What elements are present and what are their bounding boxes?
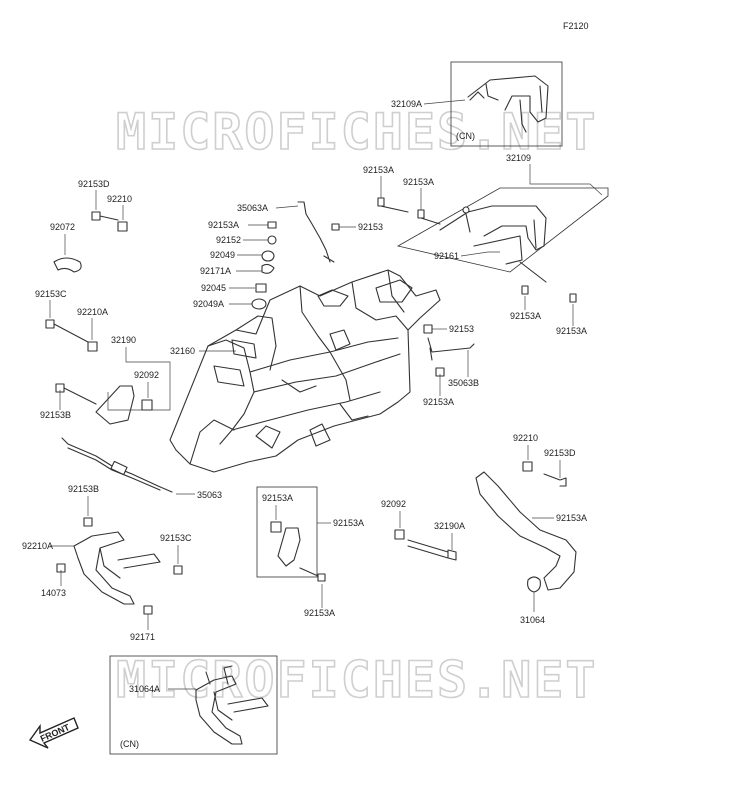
label-32109A: 32109A	[391, 99, 422, 109]
label-92153A-d: 92153A	[556, 326, 587, 336]
label-92153D-a: 92153D	[78, 179, 110, 189]
label-92153A-i: 14073	[41, 588, 66, 598]
cn-label-bottom: (CN)	[120, 739, 139, 749]
label-32190A: 92153A	[333, 518, 364, 528]
carrier-32109a-part	[467, 75, 549, 133]
label-92210-b: 92210	[513, 433, 538, 443]
label-92153A-e: 92153A	[208, 220, 239, 230]
label-31064: 92210A	[22, 541, 53, 551]
label-92092-a: 92092	[134, 370, 159, 380]
label-92153-a: 92153	[358, 222, 383, 232]
label-92092-b: 92153A	[262, 493, 293, 503]
front-arrow-icon: FRONT	[28, 717, 79, 749]
cn-bracket-box	[109, 655, 278, 755]
label-92152: 92152	[216, 235, 241, 245]
label-92153A-f: 92153A	[423, 397, 454, 407]
label-35063: 35063	[197, 490, 222, 500]
label-92153B-a: 92153B	[40, 410, 71, 420]
label-92153D-b: 92153D	[544, 448, 576, 458]
label-92153B-b: 92153A	[304, 608, 335, 618]
label-14073: 92153A	[556, 513, 587, 523]
label-92153A-h: 92153C	[160, 533, 192, 543]
label-92210A-a: 92210A	[77, 307, 108, 317]
label-92045: 92045	[201, 283, 226, 293]
label-92153A-b: 92153A	[403, 177, 434, 187]
label-35063B: 35063B	[448, 378, 479, 388]
label-92153A-a: 92153A	[363, 165, 394, 175]
label-32190: 32190	[111, 335, 136, 345]
carrier-32109-part	[439, 205, 547, 265]
label-92210-a: 92210	[107, 194, 132, 204]
cn-label-top: (CN)	[456, 131, 475, 141]
watermark-bottom: MICROFICHES.NET	[116, 651, 598, 709]
label-92210A-b: 92092	[381, 499, 406, 509]
watermark-top: MICROFICHES.NET	[116, 103, 598, 161]
label-92049: 92049	[210, 250, 235, 260]
main-frame-32160	[169, 269, 441, 473]
label-92153C-a: 92153C	[35, 289, 67, 299]
figure-code: F2120	[563, 21, 589, 31]
label-92072: 92072	[50, 222, 75, 232]
cn-carrier-box	[450, 61, 563, 147]
label-92153-b: 92153	[449, 324, 474, 334]
label-31064A: 31064A	[129, 684, 160, 694]
bracket-32190a-box	[256, 486, 318, 578]
label-32160: 32160	[170, 346, 195, 356]
bracket-31064a-part	[195, 665, 269, 745]
rear-carrier-rhombus	[396, 187, 609, 273]
label-32109: 32109	[506, 153, 531, 163]
label-92049A: 92049A	[193, 299, 224, 309]
label-35063A: 35063A	[237, 203, 268, 213]
label-92171: 31064	[520, 615, 545, 625]
label-92171A: 92171A	[200, 266, 231, 276]
front-label: FRONT	[39, 722, 72, 744]
label-92153A-j: 92171	[130, 632, 155, 642]
label-92153C-b: 32190A	[434, 521, 465, 531]
label-92153A-c: 92153A	[510, 311, 541, 321]
label-92153A-g: 92153B	[68, 484, 99, 494]
label-92161: 92161	[434, 251, 459, 261]
bracket-31064-part	[73, 531, 161, 605]
